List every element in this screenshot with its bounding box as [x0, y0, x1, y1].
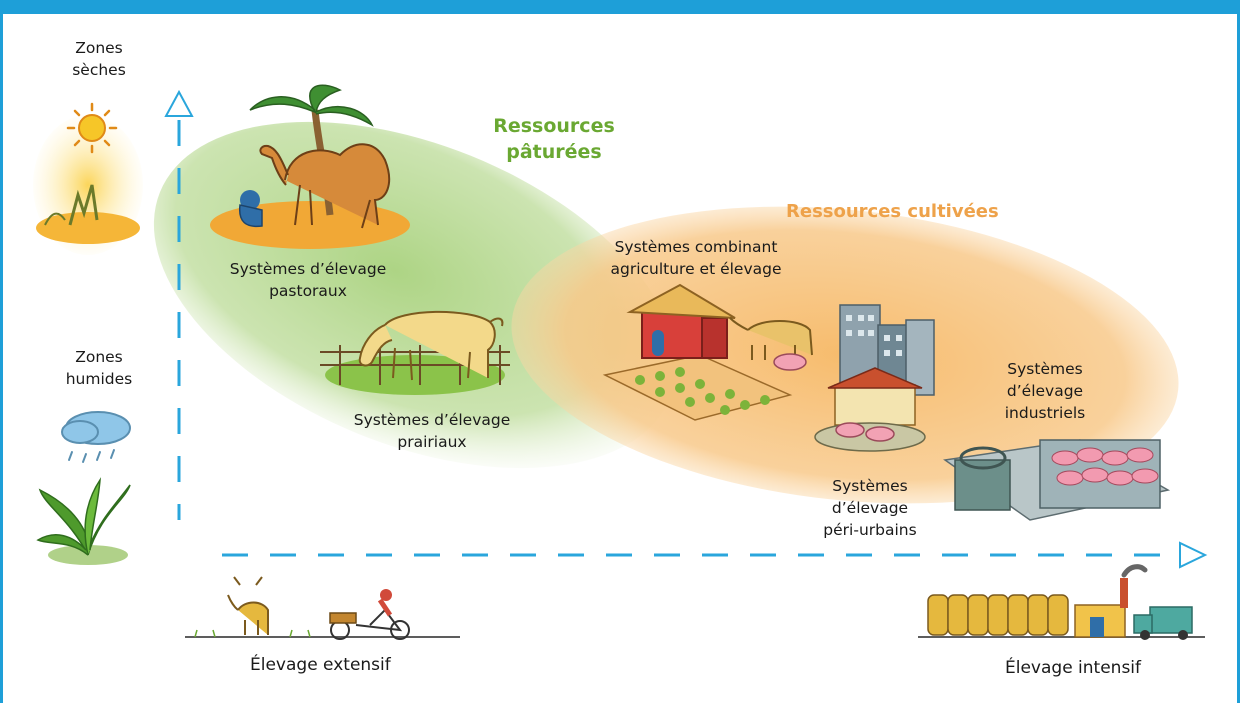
header-bar: [0, 0, 1240, 14]
cow-icon: [320, 310, 510, 395]
vertical-axis-arrow-icon: [164, 89, 194, 117]
industrial-systems-label: Systèmes d’élevage industriels: [1004, 360, 1086, 422]
ox-icon: [729, 317, 813, 371]
pastoral-systems-label: Systèmes d’élevage pastoraux: [229, 260, 387, 300]
intensive-farming-label: Élevage intensif: [1005, 658, 1142, 678]
frame-right-border: [1237, 0, 1240, 703]
truck-icon: [1133, 606, 1193, 640]
cultivated-resources-label: Ressources cultivées: [786, 201, 999, 222]
horizontal-axis-arrow-icon: [1179, 541, 1208, 569]
bicycle-icon: [329, 589, 410, 640]
farm-hut-icon: [602, 283, 793, 421]
mixed-systems-label: Systèmes combinant agriculture et élevag…: [610, 238, 782, 278]
pig-pen-icon: [835, 422, 895, 442]
periurban-systems-label: Systèmes d’élevage péri-urbains: [823, 477, 917, 539]
frame-left-border: [0, 0, 3, 703]
sun-icon: [33, 102, 143, 255]
tropical-plant-icon: [36, 477, 131, 565]
industrial-farm-icon: [943, 439, 1171, 521]
intensive-herd-icon: [918, 594, 1205, 638]
humid-zones-label: Zones humides: [65, 348, 133, 388]
factory-icon: [1074, 564, 1148, 638]
dry-zones-label: Zones sèches: [72, 39, 126, 79]
grazed-resources-label: Ressources pâturées: [493, 115, 615, 163]
grassland-systems-label: Systèmes d’élevage prairiaux: [353, 411, 511, 451]
camel-icon: [210, 84, 410, 249]
extensive-herding-icon: [185, 576, 460, 638]
rain-cloud-icon: [61, 411, 131, 463]
extensive-farming-label: Élevage extensif: [250, 655, 391, 675]
